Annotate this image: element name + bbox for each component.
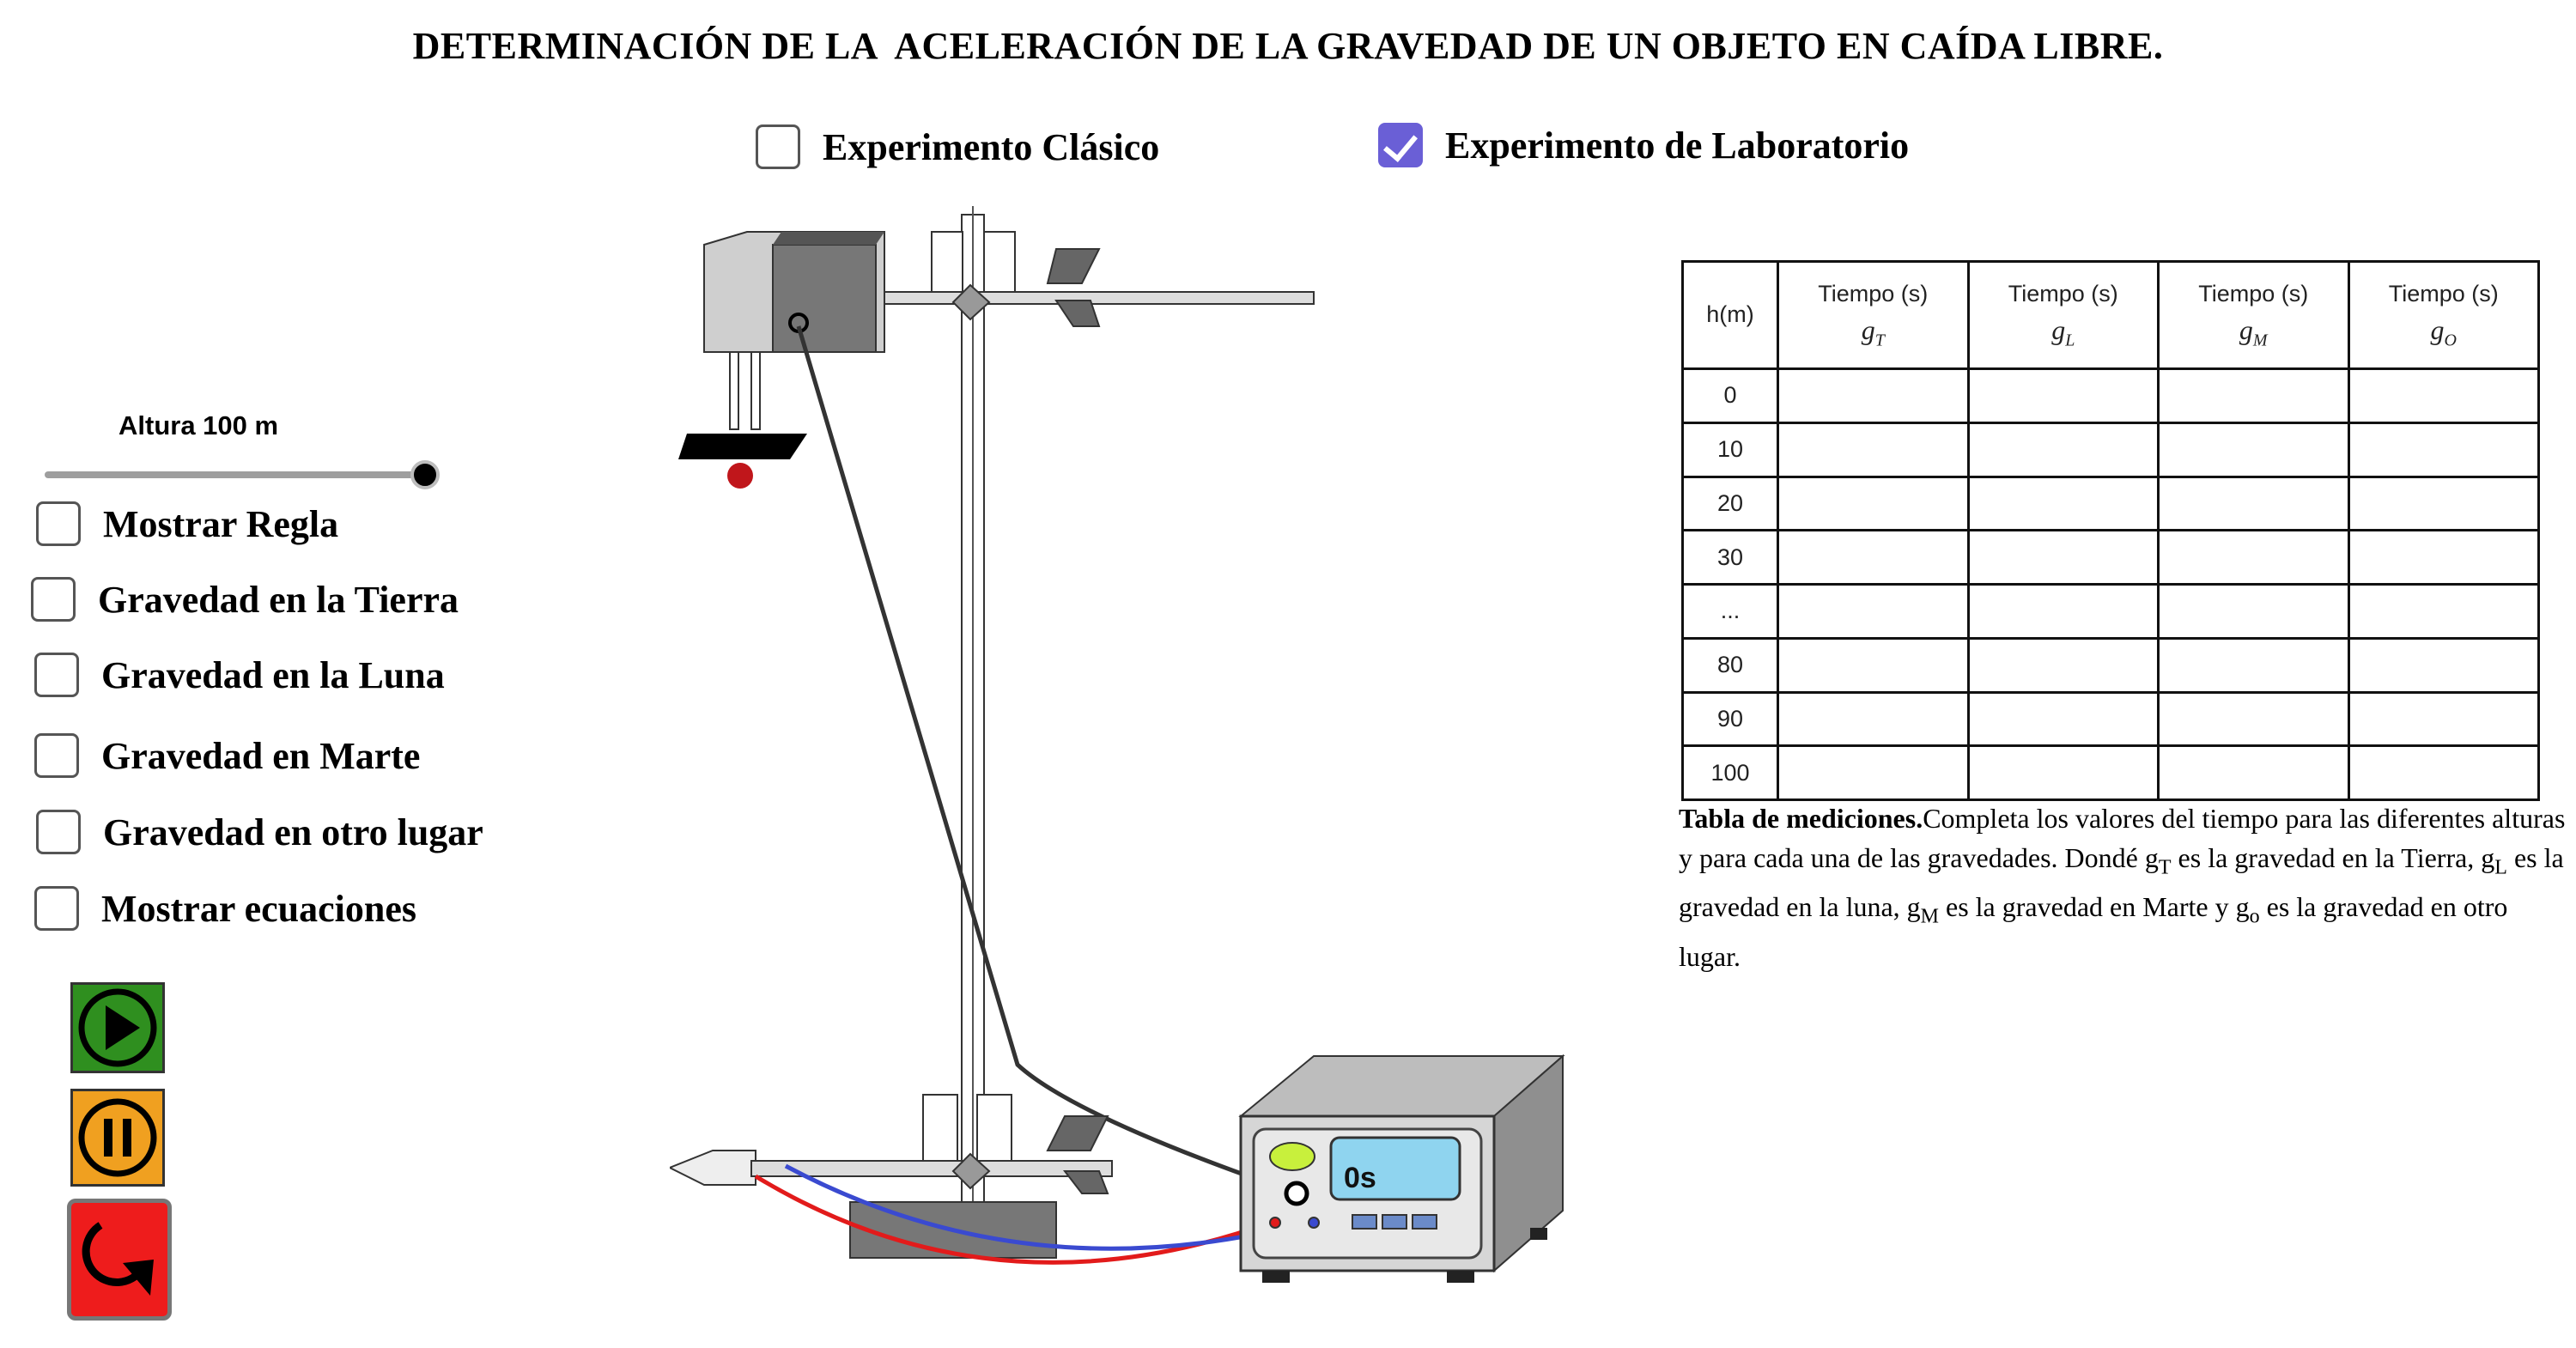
caption-text: es la gravedad en la luna, g	[1679, 842, 2564, 923]
reset-button[interactable]	[67, 1199, 172, 1321]
height-cell: 0	[1681, 367, 1779, 424]
caption-text: es la gravedad en la Tierra, g	[2171, 842, 2495, 873]
gravity-symbol: g	[2430, 313, 2445, 345]
mars-gravity-label: Gravedad en Marte	[101, 735, 421, 777]
table-caption: Tabla de mediciones.Completa los valores…	[1679, 798, 2572, 976]
timer-display	[1329, 1136, 1461, 1201]
height-slider-thumb[interactable]	[410, 460, 440, 489]
time-label: Tiempo (s)	[2388, 280, 2499, 307]
caption-text: es la gravedad en Marte y g	[1939, 891, 2250, 923]
table-row: 0	[1681, 367, 2540, 424]
timer-readout: 0s	[1344, 1162, 1376, 1194]
lab-experiment-checkbox[interactable]	[1378, 123, 1423, 167]
lab-experiment-label: Experimento de Laboratorio	[1445, 124, 1910, 167]
table-row: ...	[1681, 583, 2540, 640]
falling-ball	[727, 463, 753, 489]
caption-sub: M	[1920, 905, 1939, 928]
gravity-sub: O	[2444, 331, 2457, 350]
table-row: 20	[1681, 475, 2540, 532]
table-row: 100	[1681, 744, 2540, 801]
height-slider-track[interactable]	[45, 471, 431, 478]
time-header-earth: Tiempo (s) gT	[1777, 260, 1970, 370]
table-row: 30	[1681, 529, 2540, 586]
caption-sub: o	[2249, 905, 2260, 928]
time-header-moon: Tiempo (s) gL	[1966, 260, 2160, 370]
height-cell: 90	[1681, 690, 1779, 748]
height-cell: 10	[1681, 421, 1779, 478]
page-title: DETERMINACIÓN DE LA ACELERACIÓN DE LA GR…	[412, 25, 2164, 67]
caption-sub: T	[2158, 856, 2172, 879]
height-cell: 30	[1681, 529, 1779, 586]
height-cell: 80	[1681, 636, 1779, 694]
time-header-other: Tiempo (s) gO	[2347, 260, 2540, 370]
height-cell: 100	[1681, 744, 1779, 801]
gravity-symbol: g	[2239, 313, 2253, 345]
show-equations-checkbox[interactable]	[34, 886, 79, 931]
mars-gravity-checkbox[interactable]	[34, 733, 79, 778]
show-ruler-label: Mostrar Regla	[103, 503, 339, 545]
moon-gravity-label: Gravedad en la Luna	[101, 654, 445, 696]
caption-text: Completa los valores del tiempo para las…	[1679, 803, 2566, 873]
earth-gravity-label: Gravedad en la Tierra	[98, 579, 459, 621]
height-cell: 20	[1681, 475, 1779, 532]
height-slider-label: Altura 100 m	[118, 410, 279, 440]
table-row: 80	[1681, 636, 2540, 694]
pause-button[interactable]	[70, 1089, 165, 1187]
pause-icon	[78, 1098, 157, 1177]
gravity-symbol: g	[2051, 313, 2066, 345]
gravity-sub: L	[2065, 331, 2075, 350]
caption-sub: L	[2494, 856, 2507, 879]
gravity-sub: T	[1874, 331, 1885, 350]
other-gravity-label: Gravedad en otro lugar	[103, 811, 483, 853]
play-button[interactable]	[70, 982, 165, 1073]
table-row: 10	[1681, 421, 2540, 478]
show-ruler-checkbox[interactable]	[36, 501, 81, 546]
time-label: Tiempo (s)	[2008, 280, 2118, 307]
measurements-table: h(m) Tiempo (s)gT Tiempo (s)gL Tiempo (s…	[1681, 260, 2540, 801]
classic-experiment-label: Experimento Clásico	[823, 126, 1160, 168]
table-row: 90	[1681, 690, 2540, 748]
height-cell: ...	[1681, 583, 1779, 640]
caption-text: es la gravedad en otro lugar.	[1679, 891, 2508, 972]
time-label: Tiempo (s)	[1818, 280, 1929, 307]
time-header-mars: Tiempo (s) gM	[2157, 260, 2350, 370]
earth-gravity-checkbox[interactable]	[31, 577, 76, 622]
gravity-symbol: g	[1861, 313, 1875, 345]
free-fall-apparatus: 0s	[670, 206, 1565, 1283]
moon-gravity-checkbox[interactable]	[34, 653, 79, 697]
reset-icon	[82, 1222, 154, 1296]
play-icon	[78, 988, 157, 1067]
time-label: Tiempo (s)	[2198, 280, 2309, 307]
gravity-sub: M	[2252, 331, 2268, 350]
h-header: h(m)	[1681, 260, 1779, 370]
classic-experiment-checkbox[interactable]	[756, 124, 800, 169]
show-equations-label: Mostrar ecuaciones	[101, 888, 416, 930]
caption-title: Tabla de mediciones.	[1679, 803, 1923, 834]
other-gravity-checkbox[interactable]	[36, 810, 81, 854]
